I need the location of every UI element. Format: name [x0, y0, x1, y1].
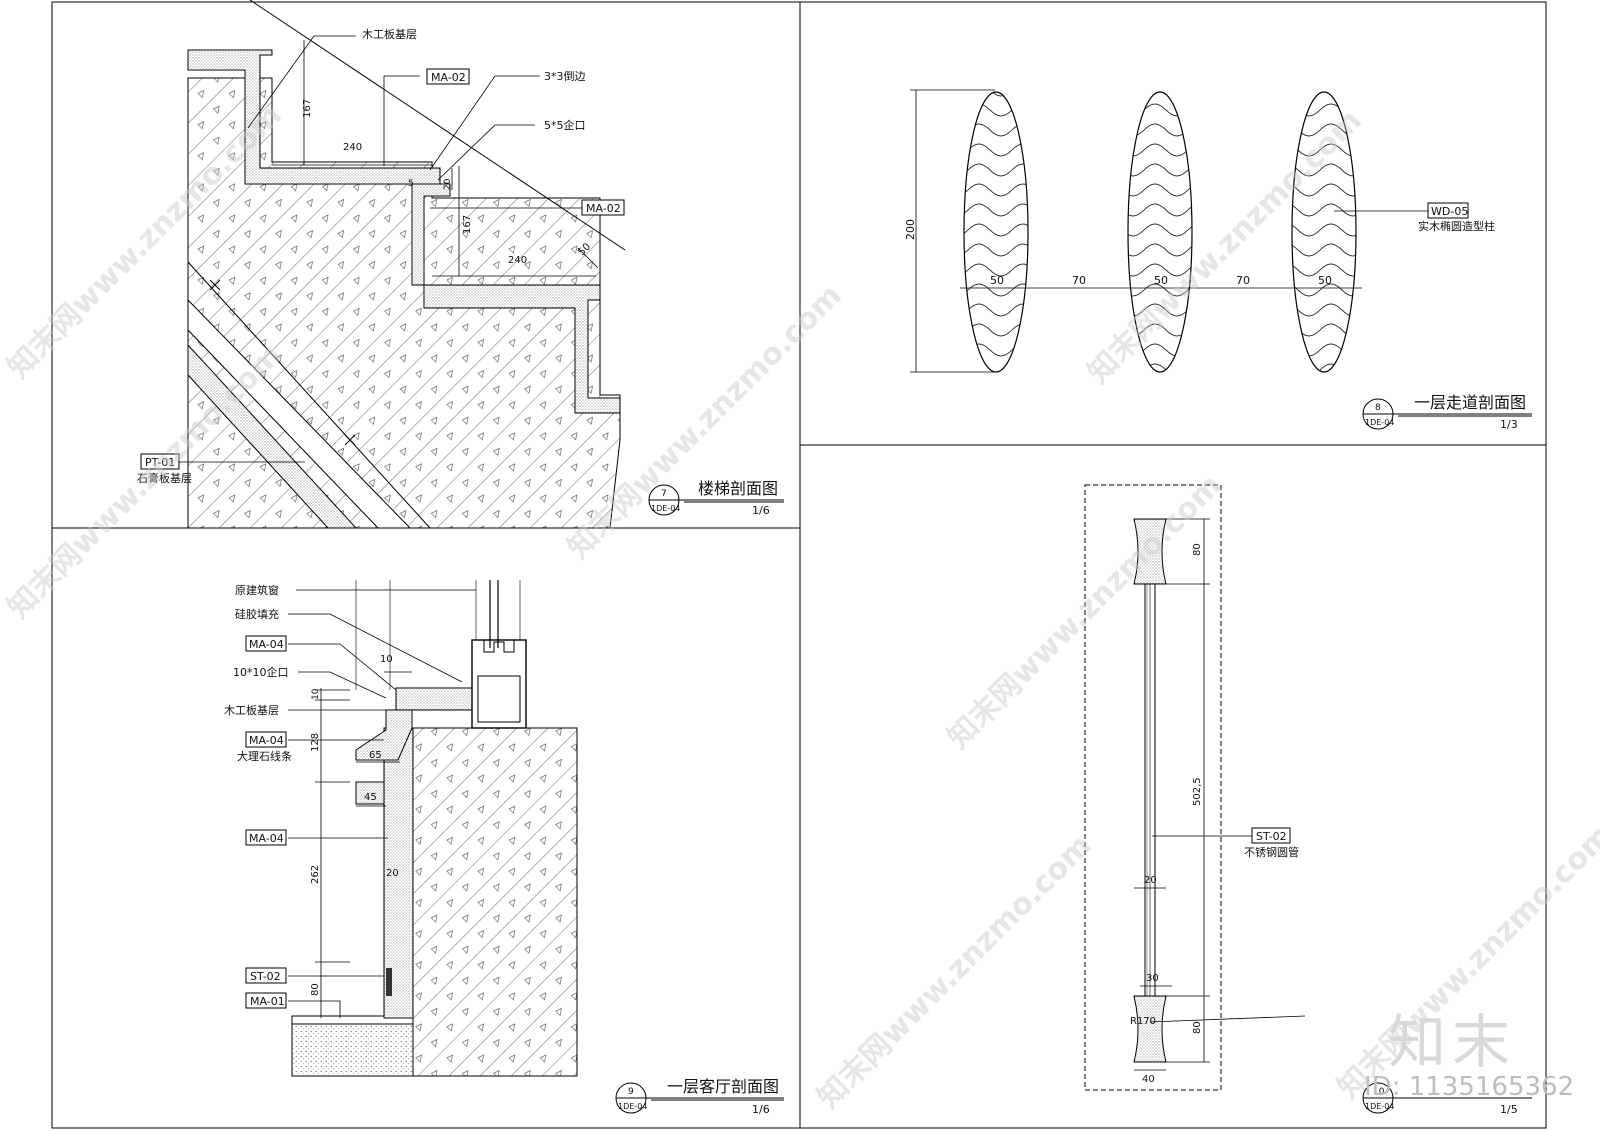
- rail-dim-40: 40: [1142, 1074, 1155, 1085]
- rail-dim-30: 30: [1146, 973, 1159, 984]
- stair-label-wood-base: 木工板基层: [362, 27, 417, 41]
- stair-scale: 1/6: [752, 504, 770, 517]
- living-dim-10b: 10: [311, 688, 321, 700]
- living-label-window: 原建筑窗: [235, 583, 279, 597]
- corridor-dim-gap2: 70: [1236, 274, 1250, 287]
- corridor-dim-gap1: 70: [1072, 274, 1086, 287]
- watermark-site: 知末网www.znzmo.com: [941, 468, 1229, 756]
- corridor-title-sheet: 1DE-04: [1365, 418, 1394, 427]
- stair-tag-ma02-a: MA-02: [431, 71, 466, 84]
- stair-title-number: 7: [661, 489, 667, 499]
- rail-label-pipe: 不锈钢圆管: [1244, 845, 1299, 859]
- living-dim-20: 20: [386, 868, 399, 879]
- living-title-number: 9: [628, 1087, 634, 1097]
- corridor-tag-wd05: WD-05: [1431, 205, 1468, 218]
- living-tag-ma04-a: MA-04: [249, 638, 284, 651]
- rail-elevation-drawing: 80 502,5 20 30 R170 80 40 ST-02 不锈钢圆管 10…: [1084, 484, 1532, 1116]
- stair-tag-pt01: PT-01: [145, 456, 175, 469]
- image-id-watermark: ID: 1135165362: [1364, 1072, 1575, 1102]
- living-label-silicone: 硅胶填充: [235, 607, 279, 621]
- corridor-dim-w1: 50: [990, 274, 1004, 287]
- corridor-section-drawing: 200 50 70 50 70 50 WD-05 实木椭圆造型柱 8 1DE-0…: [904, 89, 1532, 431]
- living-dim-262: 262: [310, 865, 321, 884]
- living-tag-st02: ST-02: [250, 970, 281, 983]
- corridor-dim-w3: 50: [1318, 274, 1332, 287]
- living-dim-10a: 10: [380, 654, 393, 665]
- living-label-marble: 大理石线条: [237, 749, 292, 763]
- rail-dim-20: 20: [1144, 875, 1157, 886]
- stair-title-sheet: 1DE-04: [651, 504, 680, 513]
- rail-tag-st02: ST-02: [1256, 830, 1287, 843]
- living-title-sheet: 1DE-04: [618, 1102, 647, 1111]
- living-dim-128: 128: [310, 733, 321, 752]
- living-label-wood-base: 木工板基层: [224, 703, 279, 717]
- rail-dim-top: 80: [1192, 543, 1203, 556]
- stair-title: 楼梯剖面图: [698, 479, 778, 498]
- living-dim-80: 80: [310, 983, 321, 996]
- corridor-title: 一层走道剖面图: [1414, 393, 1526, 412]
- stair-dim-small1: 5: [408, 179, 414, 189]
- rail-dim-bottom: 80: [1192, 1021, 1203, 1034]
- rail-dim-r170: R170: [1130, 1016, 1156, 1027]
- living-label-groove: 10*10企口: [233, 665, 289, 679]
- living-section-drawing: 10 10 128 65 45 262 20 80 原建筑窗 硅胶填充 MA-0…: [224, 580, 784, 1116]
- corridor-title-number: 8: [1375, 403, 1381, 413]
- watermark-site: 知末网www.znzmo.com: [811, 828, 1099, 1116]
- living-tag-ma01: MA-01: [250, 995, 285, 1008]
- stair-dim-tread2: 240: [508, 255, 527, 266]
- stair-dim-rise2: 167: [462, 215, 473, 234]
- living-tag-ma04-c: MA-04: [249, 832, 284, 845]
- stair-label-gypsum: 石膏板基层: [137, 471, 192, 485]
- corridor-label-column: 实木椭圆造型柱: [1418, 219, 1495, 233]
- sheet-frame: [51, 1, 1547, 1129]
- living-dim-65: 65: [369, 750, 382, 761]
- living-scale: 1/6: [752, 1103, 770, 1116]
- stair-dim-rise1: 167: [302, 99, 313, 118]
- rail-dim-mid: 502,5: [1192, 777, 1203, 806]
- corridor-scale: 1/3: [1500, 418, 1518, 431]
- rail-scale: 1/5: [1500, 1103, 1518, 1116]
- rail-title-number: 10: [1373, 1087, 1385, 1097]
- stair-label-chamfer: 3*3倒边: [544, 70, 586, 83]
- stair-label-groove: 5*5企口: [544, 118, 586, 132]
- corridor-dim-w2: 50: [1154, 274, 1168, 287]
- brand-watermark: 知末: [1388, 1008, 1517, 1076]
- corridor-dim-height: 200: [904, 219, 917, 240]
- rail-title-sheet: 1DE-04: [1365, 1102, 1394, 1111]
- stair-tag-ma02-b: MA-02: [586, 202, 621, 215]
- living-title: 一层客厅剖面图: [667, 1077, 779, 1096]
- stair-dim-small2: 20: [443, 178, 453, 190]
- living-tag-ma04-b: MA-04: [249, 734, 284, 747]
- living-dim-45: 45: [364, 792, 377, 803]
- stair-section-drawing: 167 240 5 20 167 240 50 木工板基层 MA-02 3*3倒…: [137, 0, 784, 529]
- stair-dim-tread1: 240: [343, 142, 362, 153]
